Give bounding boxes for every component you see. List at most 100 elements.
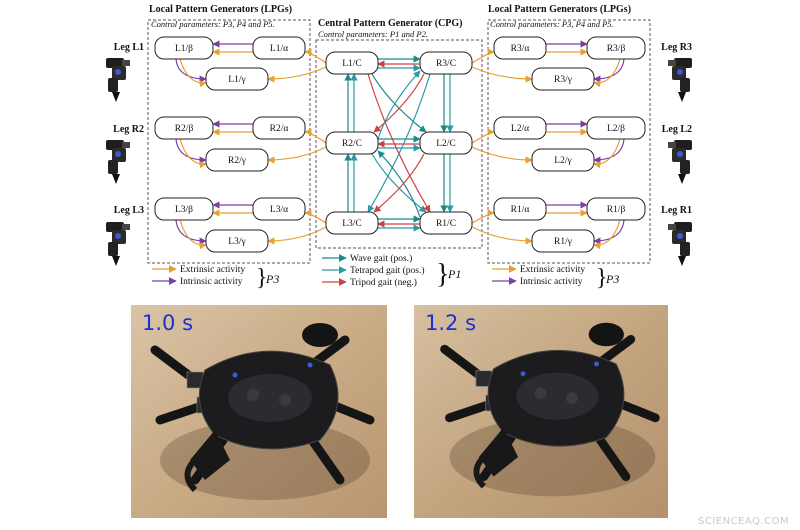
cpg-node-r2-label: R2/C [342,139,362,149]
leg-label-l2: Leg L2 [662,124,692,135]
cpg-diag-0 [371,73,427,133]
cpg-diag-5 [367,73,431,213]
lpg-left-frame [147,19,311,264]
leg-l3-picture [106,222,130,266]
lpg-right-2-alpha-box [493,197,547,221]
lpg-left-1-alpha-label: R2/α [270,124,289,134]
cpg-diag-4 [367,73,431,213]
lpg-right-0-ext-alpha [471,48,495,64]
lpg-left-2-ext-alpha [304,209,327,224]
lpg-left-1-ext-gamma [267,146,327,164]
lpg-left-0-beta-label: L1/β [175,44,193,54]
leg-label-l1: Leg L1 [114,42,144,53]
legend-left-param: P3 [265,272,279,286]
lpg-right-0-beta-label: R3/β [607,44,626,54]
lpg-left-1-alpha-box [252,116,306,140]
leg-r3-picture [668,58,692,102]
legend-center-brace: } [436,259,449,290]
lpg-right-1-int-beta-gamma [593,138,625,164]
legend-tetrapod: Tetrapod gait (pos.) [350,265,425,276]
lpg-right-1-gamma-box [531,148,595,172]
cpg-diag-2 [371,153,427,213]
photo-left-time: 1.0 s [142,311,193,335]
lpg-right-1-beta-label: L2/β [607,124,625,134]
legend-left-extrinsic: Extrinsic activity [180,265,245,275]
lpg-right-0-beta-box [586,36,646,60]
lpg-right-2-ext-gamma [471,226,533,245]
lpg-right-1-alpha-label: L2/α [511,124,529,134]
lpg-left-0-ext-beta-gamma [179,58,207,88]
lpg-right-1-gamma-label: L2/γ [554,156,571,166]
lpg-left-2-alpha-box [252,197,306,221]
legend-center: Wave gait (pos.) Tetrapod gait (pos.) Tr… [322,253,461,290]
lpg-right-1-alpha-box [493,116,547,140]
cpg-diag-1 [373,73,425,133]
lpg-left-0-beta-box [154,36,214,60]
cpg-node-r2-box [325,131,379,155]
cpg-node-l3-label: L3/C [342,219,362,229]
legend-right-intrinsic: Intrinsic activity [520,277,583,287]
lpg-left-subtitle: Control parameters: P3, P4 and P5. [151,19,275,29]
lpg-left-0-ext-gamma [267,66,327,83]
watermark: SCIENCEAQ.COM [698,516,789,527]
leg-label-l3: Leg L3 [114,205,144,216]
legend-right-param: P3 [605,272,619,286]
lpg-right-subtitle: Control parameters: P3, P4 and P5. [490,19,614,29]
legend-right: Extrinsic activity Intrinsic activity } … [492,265,619,291]
cpg-title: Central Pattern Generator (CPG) [318,18,463,29]
leg-label-r3: Leg R3 [661,42,692,53]
hexapod-robot-image [440,322,660,497]
lpg-left-1-gamma-label: R2/γ [228,156,246,166]
lpg-right-2-ext-beta-gamma [593,219,621,250]
lpg-right-0-gamma-box [531,67,595,91]
hexapod-robot-image [150,323,375,500]
lpg-left-0-ext-alpha [304,48,327,64]
lpg-left-2-int-beta-gamma [175,219,207,245]
lpg-left-1-ext-alpha [304,128,327,144]
lpg-right-1-ext-beta-gamma [593,138,621,169]
leg-l1-picture [106,58,130,102]
lpg-left-1-gamma-box [205,148,269,172]
lpg-right-0-ext-beta-gamma [593,58,621,88]
photo-left: 1.0 s [131,305,387,518]
legend-left-brace: } [256,265,268,291]
lpg-left-0-alpha-label: L1/α [270,44,288,54]
lpg-left-2-beta-box [154,197,214,221]
cpg-node-l1-box [325,51,379,75]
photo-right: 1.2 s [414,305,668,518]
lpg-right-2-beta-box [586,197,646,221]
lpg-right-1-ext-alpha [471,128,495,144]
cpg-diag-7 [377,150,421,218]
legend-tripod: Tripod gait (neg.) [350,277,417,288]
lpg-right-2-gamma-box [531,229,595,253]
lpg-right-1-beta-box [586,116,646,140]
legend-left-intrinsic: Intrinsic activity [180,277,243,287]
leg-label-r2: Leg R2 [113,124,144,135]
legend-right-brace: } [596,265,608,291]
cpg-node-l2-label: L2/C [436,139,456,149]
lpg-right-title: Local Pattern Generators (LPGs) [488,4,631,15]
lpg-left-2-alpha-label: L3/α [270,205,288,215]
lpg-left-2-ext-beta-gamma [179,219,207,250]
cpg-node-r3-label: R3/C [436,59,456,69]
lpg-left-2-beta-label: L3/β [175,205,193,215]
lpg-right-2-alpha-label: R1/α [511,205,530,215]
lpg-left-0-int-beta-gamma [175,58,207,83]
cpg-frame [315,39,483,249]
lpg-left-title: Local Pattern Generators (LPGs) [149,4,292,15]
lpg-left-0-gamma-label: L1/γ [228,75,245,85]
legend-right-extrinsic: Extrinsic activity [520,265,585,275]
lpg-right-1-ext-gamma [471,146,533,164]
lpg-left-2-ext-gamma [267,226,327,245]
robot-leg-pictures [106,58,692,266]
leg-r2-picture [106,140,130,184]
photo-right-time: 1.2 s [425,311,476,335]
leg-r1-picture [668,222,692,266]
lpg-left-1-beta-box [154,116,214,140]
lpg-right-2-gamma-label: R1/γ [554,237,572,247]
lpg-left-1-ext-beta-gamma [179,138,207,169]
legend-left: Extrinsic activity Intrinsic activity } … [152,265,279,291]
lpg-left-1-beta-label: R2/β [175,124,194,134]
lpg-right-frame [487,19,651,264]
